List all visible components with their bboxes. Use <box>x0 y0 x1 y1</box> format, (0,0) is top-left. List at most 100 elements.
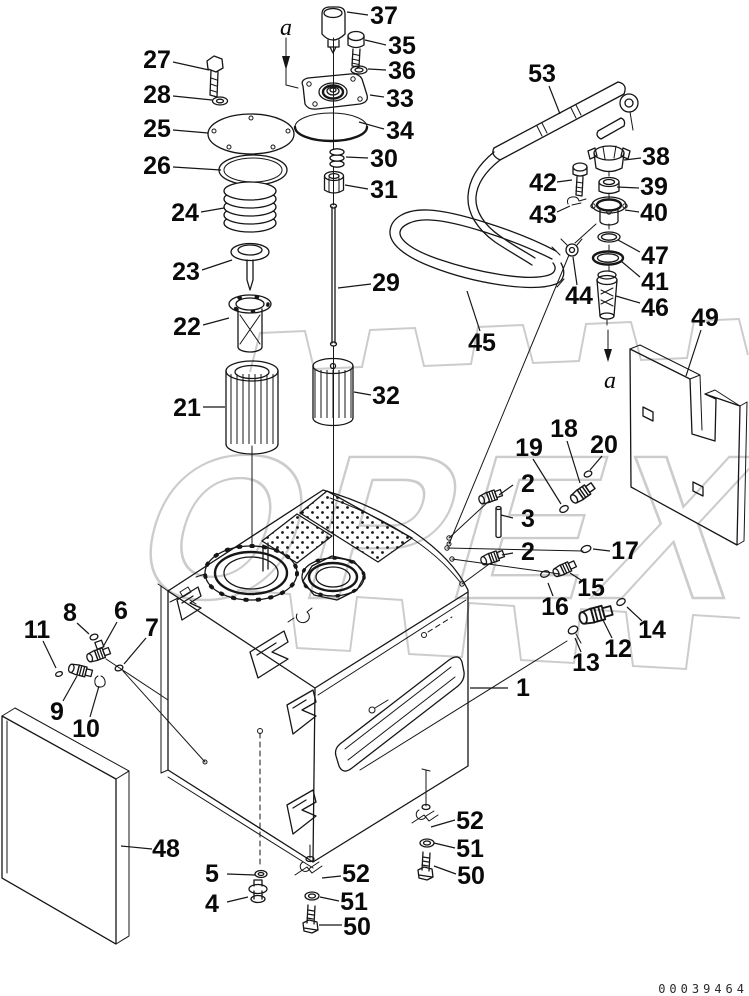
leader-line-2 <box>498 484 514 496</box>
leader-line-29 <box>337 283 372 289</box>
leader-line-25 <box>172 129 209 134</box>
leader-line-51 <box>433 842 456 849</box>
leader-line-18 <box>566 440 581 484</box>
callout-23: 23 <box>172 258 200 286</box>
leader-line-8 <box>76 622 90 635</box>
callout-2: 2 <box>521 470 535 498</box>
callout-52: 52 <box>456 807 484 835</box>
leader-line-51 <box>319 896 340 902</box>
leader-line-24 <box>200 207 225 213</box>
part-45-hose <box>389 209 565 289</box>
part-1-tank-body <box>157 489 469 869</box>
part-14-plug <box>616 597 626 607</box>
leader-line-42 <box>556 179 573 183</box>
part-34-gasket <box>293 112 369 143</box>
leader-line-52 <box>430 819 456 828</box>
leader-line-2 <box>501 552 514 556</box>
callout-50: 50 <box>343 913 371 941</box>
leader-line-22 <box>202 317 230 326</box>
part-53-pipe-bend <box>467 151 536 266</box>
callout-48: 48 <box>152 835 180 863</box>
callout-20: 20 <box>590 431 618 459</box>
leader-line-9 <box>62 675 78 702</box>
callout-50: 50 <box>457 862 485 890</box>
callout-30: 30 <box>370 145 398 173</box>
leader-line-53 <box>548 85 561 115</box>
callout-44: 44 <box>565 282 593 310</box>
callout-33: 33 <box>386 85 414 113</box>
callout-6: 6 <box>114 597 128 625</box>
part-11-plug <box>54 670 64 678</box>
part-3-pipe <box>495 505 502 539</box>
fastener-set-right <box>411 768 439 881</box>
part-35-bolt <box>347 30 365 68</box>
leader-line-3 <box>500 514 514 519</box>
watermark: OPEX <box>112 317 749 671</box>
callout-14: 14 <box>638 616 666 644</box>
callout-4: 4 <box>205 890 219 918</box>
callout-26: 26 <box>143 152 171 180</box>
part-10-pin <box>94 675 106 688</box>
callout-51: 51 <box>456 835 484 863</box>
callout-21: 21 <box>173 394 201 422</box>
leader-line-16 <box>547 582 554 597</box>
leader-line-41 <box>620 260 641 278</box>
leader-line-26 <box>172 166 222 171</box>
fastener-set-left <box>294 844 323 934</box>
leader-line-46 <box>615 295 641 304</box>
callout-28: 28 <box>143 81 171 109</box>
callout-13: 13 <box>572 649 600 677</box>
leader-line-27 <box>172 61 210 71</box>
callout-12: 12 <box>604 635 632 663</box>
part-37-breather-cap <box>321 6 346 54</box>
callout-1: 1 <box>516 674 530 702</box>
leader-line-14 <box>626 606 643 622</box>
leader-line-10 <box>89 685 100 718</box>
leader-line-17 <box>592 548 611 552</box>
leader-line-34 <box>358 121 385 130</box>
callout-46: 46 <box>641 294 669 322</box>
reference-letter-a: a <box>604 368 616 394</box>
callout-42: 42 <box>529 169 557 197</box>
leader-line-52 <box>321 875 342 879</box>
leader-line-48 <box>120 845 153 850</box>
part-28-washer <box>211 96 229 106</box>
callout-8: 8 <box>63 599 77 627</box>
callout-51: 51 <box>340 888 368 916</box>
leader-line-19 <box>532 458 562 505</box>
leader-line-38 <box>623 157 642 161</box>
callout-3: 3 <box>521 505 535 533</box>
leader-line-11 <box>42 640 57 669</box>
callout-38: 38 <box>642 143 670 171</box>
callout-49: 49 <box>691 304 719 332</box>
tank-bracket <box>286 789 317 835</box>
part-47-ring <box>597 231 621 243</box>
watermark-text: OPEX <box>113 414 749 642</box>
callout-labels: 3735363334303127282526242322212932533839… <box>24 2 719 941</box>
part-4-drain-plug <box>248 879 268 904</box>
part-31-fitting <box>323 170 345 194</box>
watermark-gear-teeth-bottom <box>236 589 741 671</box>
tank-perforated-plate-small <box>261 513 333 564</box>
part-38-cap <box>587 145 631 173</box>
leader-line-23 <box>201 259 233 271</box>
tank-corner-clamp <box>169 586 197 605</box>
part-13-plug <box>567 625 579 635</box>
part-43-clip <box>567 196 587 206</box>
callout-15: 15 <box>577 574 605 602</box>
part-41-ring <box>591 250 625 266</box>
callout-19: 19 <box>515 434 543 462</box>
part-53-tube <box>492 81 639 161</box>
leader-line-39 <box>616 186 640 189</box>
callout-17: 17 <box>611 537 639 565</box>
part-7-plug <box>114 664 124 672</box>
callout-37: 37 <box>370 2 398 30</box>
part-23-cap <box>230 242 270 291</box>
callout-52: 52 <box>342 860 370 888</box>
filler-leader-line <box>448 223 597 545</box>
callout-18: 18 <box>550 415 578 443</box>
tank-bracket <box>249 630 289 679</box>
callout-11: 11 <box>24 616 51 644</box>
